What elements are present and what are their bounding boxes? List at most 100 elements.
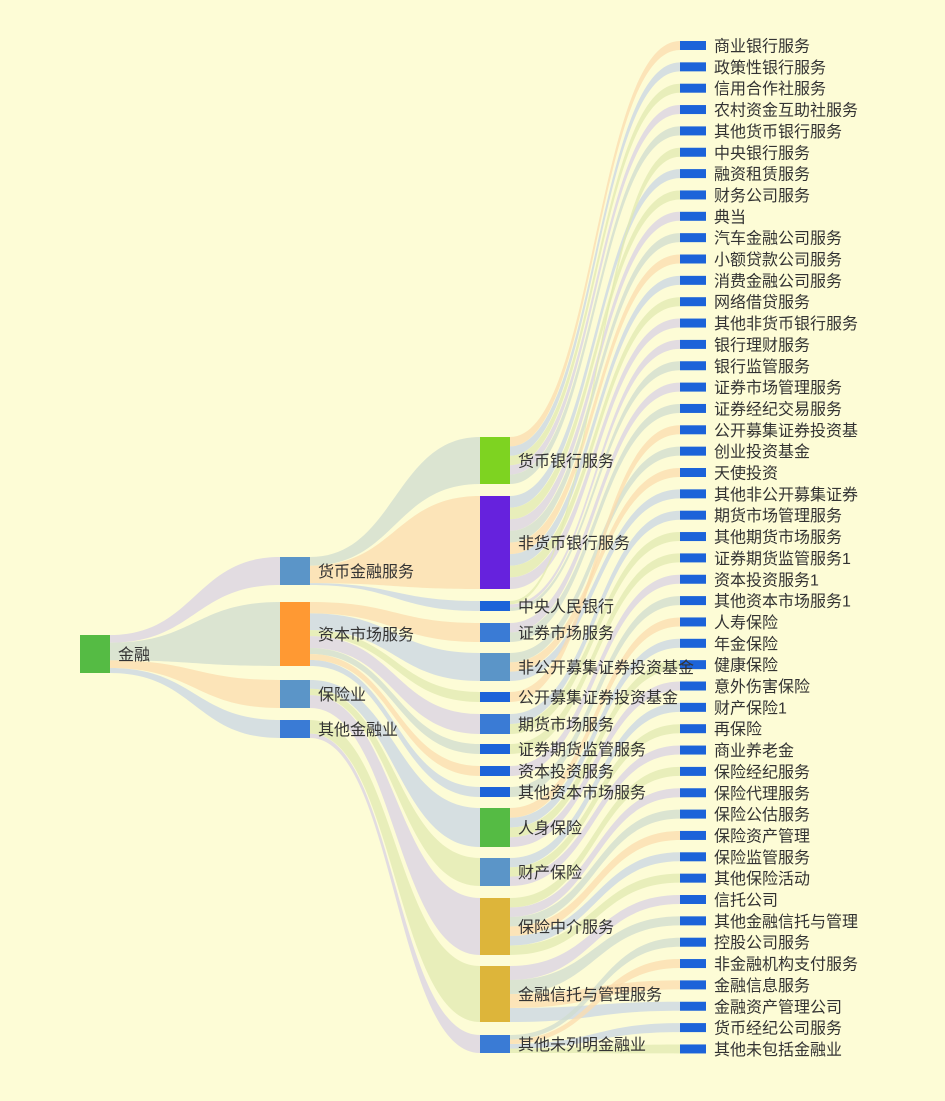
sankey-link-3-26 bbox=[510, 596, 680, 797]
sankey-node bbox=[680, 532, 706, 542]
sankey-node bbox=[680, 1001, 706, 1011]
sankey-node bbox=[680, 916, 706, 926]
sankey-node-label: 信托公司 bbox=[714, 892, 778, 910]
sankey-node-label: 公开募集证券投资基 bbox=[714, 422, 858, 440]
sankey-link-3-31 bbox=[510, 702, 680, 868]
sankey-link-3-42 bbox=[510, 937, 680, 1040]
sankey-node bbox=[680, 638, 706, 648]
sankey-labels: 金融货币金融服务资本市场服务保险业其他金融业货币银行服务非货币银行服务中央人民银… bbox=[118, 38, 858, 1059]
sankey-link-3-47 bbox=[510, 1044, 680, 1054]
sankey-link-3-10 bbox=[510, 254, 680, 555]
sankey-link-3-33 bbox=[510, 745, 680, 886]
sankey-node-label: 保险业 bbox=[318, 686, 366, 704]
sankey-link-3-28 bbox=[510, 638, 680, 828]
sankey-node bbox=[280, 720, 310, 738]
sankey-node bbox=[680, 169, 706, 179]
sankey-node bbox=[480, 1035, 510, 1053]
sankey-node bbox=[480, 496, 510, 589]
sankey-link-3-19 bbox=[510, 446, 680, 663]
sankey-link-3-2 bbox=[510, 83, 680, 466]
sankey-node-label: 货币金融服务 bbox=[318, 563, 414, 581]
sankey-link-3-0 bbox=[510, 41, 680, 447]
sankey-node bbox=[480, 623, 510, 642]
sankey-node-label: 其他非货币银行服务 bbox=[714, 315, 858, 333]
sankey-node-label: 融资租赁服务 bbox=[714, 166, 810, 184]
sankey-link-2-9 bbox=[310, 660, 480, 797]
sankey-link-3-36 bbox=[510, 809, 680, 927]
sankey-node-label: 商业银行服务 bbox=[714, 38, 810, 56]
sankey-node bbox=[480, 966, 510, 1022]
sankey-link-2-10 bbox=[310, 680, 480, 847]
sankey-node bbox=[680, 233, 706, 243]
sankey-node-label: 小额贷款公司服务 bbox=[714, 251, 842, 269]
sankey-node-label: 金融信息服务 bbox=[714, 977, 810, 995]
sankey-node-label: 农村资金互助社服务 bbox=[714, 102, 858, 120]
sankey-node bbox=[680, 553, 706, 563]
sankey-node-label: 财产保险 bbox=[518, 864, 582, 882]
sankey-node-label: 期货市场管理服务 bbox=[714, 507, 842, 525]
sankey-node bbox=[480, 653, 510, 681]
sankey-link-3-8 bbox=[510, 211, 680, 531]
sankey-node bbox=[680, 275, 706, 285]
sankey-node bbox=[680, 190, 706, 200]
sankey-node bbox=[680, 1044, 706, 1054]
sankey-node bbox=[680, 403, 706, 413]
sankey-node-label: 保险代理服务 bbox=[714, 785, 810, 803]
sankey-link-2-8 bbox=[310, 654, 480, 776]
sankey-node-label: 资本投资服务 bbox=[518, 763, 614, 781]
sankey-link-3-37 bbox=[510, 830, 680, 936]
sankey-node-label: 中央人民银行 bbox=[518, 598, 614, 616]
sankey-node bbox=[680, 830, 706, 840]
sankey-link-3-39 bbox=[510, 873, 680, 955]
sankey-node-label: 其他保险活动 bbox=[714, 870, 810, 888]
sankey-node-label: 证券市场管理服务 bbox=[714, 379, 842, 397]
sankey-node-label: 中央银行服务 bbox=[714, 144, 810, 162]
sankey-link-3-16 bbox=[510, 382, 680, 633]
sankey-node bbox=[80, 635, 110, 673]
sankey-node bbox=[680, 788, 706, 798]
sankey-node bbox=[680, 446, 706, 456]
sankey-link-3-35 bbox=[510, 788, 680, 917]
sankey-link-2-0 bbox=[310, 437, 480, 566]
sankey-node-label: 公开募集证券投资基金 bbox=[518, 689, 678, 707]
sankey-node bbox=[680, 297, 706, 307]
sankey-link-3-32 bbox=[510, 724, 680, 877]
sankey-link-2-2 bbox=[310, 583, 480, 611]
sankey-link-3-44 bbox=[510, 980, 680, 1008]
sankey-node bbox=[480, 601, 510, 611]
sankey-node bbox=[480, 437, 510, 484]
sankey-node bbox=[680, 339, 706, 349]
sankey-node-label: 银行理财服务 bbox=[714, 336, 810, 354]
sankey-node bbox=[680, 574, 706, 584]
sankey-node bbox=[680, 852, 706, 862]
sankey-node-label: 汽车金融公司服务 bbox=[714, 230, 842, 248]
sankey-node bbox=[480, 858, 510, 886]
sankey-node-label: 非货币银行服务 bbox=[518, 535, 630, 553]
sankey-node-label: 保险中介服务 bbox=[518, 919, 614, 937]
sankey-node-label: 其他期货市场服务 bbox=[714, 529, 842, 547]
sankey-node bbox=[480, 714, 510, 734]
sankey-node-label: 再保险 bbox=[714, 721, 762, 739]
sankey-node-label: 金融 bbox=[118, 646, 150, 664]
sankey-node-label: 货币银行服务 bbox=[518, 453, 614, 471]
sankey-link-1-0 bbox=[110, 557, 280, 643]
sankey-link-3-38 bbox=[510, 852, 680, 946]
sankey-link-3-9 bbox=[510, 233, 680, 543]
sankey-node-label: 年金保险 bbox=[714, 635, 778, 653]
sankey-node-label: 政策性银行服务 bbox=[714, 59, 826, 77]
sankey-node bbox=[680, 425, 706, 435]
sankey-link-3-34 bbox=[510, 766, 680, 908]
sankey-node bbox=[480, 744, 510, 754]
sankey-link-3-5 bbox=[510, 147, 680, 605]
sankey-node bbox=[680, 382, 706, 392]
sankey-node bbox=[680, 980, 706, 990]
sankey-node bbox=[680, 41, 706, 50]
sankey-link-3-24 bbox=[510, 553, 680, 754]
sankey-node-label: 其他资本市场服务 bbox=[518, 784, 646, 802]
sankey-link-3-30 bbox=[510, 681, 680, 847]
sankey-link-2-1 bbox=[310, 496, 480, 589]
sankey-link-3-20 bbox=[510, 468, 680, 672]
sankey-node-label: 网络借贷服务 bbox=[714, 293, 810, 312]
sankey-node-label: 其他未列明金融业 bbox=[518, 1036, 646, 1054]
